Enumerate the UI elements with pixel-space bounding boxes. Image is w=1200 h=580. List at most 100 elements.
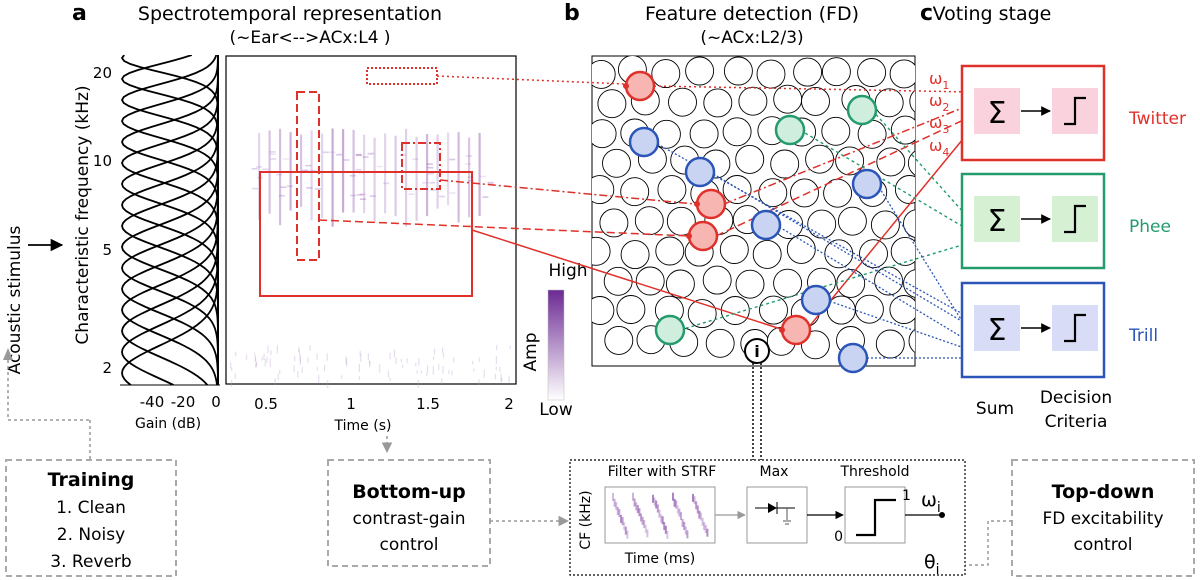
phee-feature-neuron <box>654 314 686 346</box>
spectrogram-noise <box>358 363 360 372</box>
fd-neuron <box>657 175 687 205</box>
fd-neuron <box>903 269 915 298</box>
spectrogram-noise <box>495 366 497 371</box>
link-dashed <box>318 219 691 237</box>
strf-mark <box>638 508 641 517</box>
trill-feature-neuron <box>750 209 782 241</box>
strf-mark <box>641 516 644 525</box>
spectrogram-noise <box>406 358 408 364</box>
filter-curve <box>121 55 219 385</box>
colorbar-low-label: Low <box>539 400 573 420</box>
spectrogram-blob <box>262 168 269 171</box>
spectrogram-noise <box>230 362 232 369</box>
fd-neuron <box>620 177 650 207</box>
y-tick: 10 <box>93 152 112 170</box>
cf-label: CF (kHz) <box>578 490 594 549</box>
spectrogram-column <box>468 137 471 218</box>
strf-mark <box>693 496 696 505</box>
spectrogram-noise <box>387 370 390 378</box>
fd-neuron <box>875 329 905 359</box>
fd-neuron <box>592 175 615 205</box>
spectrogram-blob <box>487 181 494 184</box>
spectrogram-blob <box>323 151 329 154</box>
spectrogram-noise <box>293 365 295 373</box>
spectrogram-blob <box>329 151 336 153</box>
twitter-feature-neuron <box>624 70 656 102</box>
class-label-phee: Phee <box>1129 217 1171 237</box>
spectrogram-noise <box>500 373 502 383</box>
spectrogram-noise <box>415 362 417 367</box>
fd-neuron <box>602 148 631 178</box>
fd-neuron <box>793 57 823 87</box>
spectrogram-column <box>310 130 313 221</box>
fd-neuron <box>592 119 617 149</box>
spectrogram-noise <box>438 364 440 371</box>
spectrogram-blob <box>467 176 474 178</box>
spectrogram-blob <box>487 182 494 185</box>
spectrogram-column <box>405 128 408 227</box>
spectrogram-blob <box>449 192 456 194</box>
fd-neuron <box>685 56 715 86</box>
strf-mark <box>660 514 662 523</box>
feature-box-solid <box>259 171 473 297</box>
fd-neuron <box>889 295 915 324</box>
spectrogram-blob <box>422 182 429 184</box>
link-weight-2 <box>723 103 973 205</box>
fd-connections <box>318 75 975 361</box>
trill-feature-neuron <box>851 168 883 200</box>
spectrogram-noise <box>279 369 281 375</box>
trill-feature-neuron <box>800 284 832 316</box>
spectrogram-noise <box>231 367 233 371</box>
training-item: 3. Reverb <box>50 552 131 572</box>
decision-label: Decision <box>1040 388 1112 408</box>
strf-mark <box>618 509 621 518</box>
sum-icon: Σ <box>988 96 1007 131</box>
spectrogram-blob <box>465 163 472 165</box>
output-node <box>939 512 945 518</box>
step-function-icon <box>1064 96 1086 126</box>
spectrogram-noise <box>307 357 309 363</box>
fd-neuron <box>735 144 765 174</box>
strf-mark <box>663 522 666 530</box>
omega-i-label: ωi <box>921 489 941 516</box>
panel-b-subtitle: (~ACx:L2/3) <box>700 28 803 48</box>
spectrogram-noise <box>261 356 263 361</box>
panel-b-title: Feature detection (FD) <box>645 3 859 25</box>
fd-neuron <box>599 208 629 238</box>
spectrogram-column <box>342 129 345 213</box>
sum-block <box>974 305 1020 351</box>
strf-mark <box>613 498 616 507</box>
step-function-icon <box>856 498 896 537</box>
spectrogram-column <box>384 133 387 214</box>
spectrogram-blob <box>383 182 390 185</box>
max-label: Max <box>760 464 789 480</box>
strf-mark <box>680 512 682 521</box>
spectrogram-noise <box>267 345 269 353</box>
spectrogram-noise <box>345 356 347 365</box>
spectrogram-blob <box>306 187 313 189</box>
spectrogram-frame <box>225 55 517 385</box>
spectrogram-blob <box>482 196 489 198</box>
spectrogram-column <box>373 137 376 222</box>
phee-link <box>679 241 973 331</box>
fd-neuron <box>723 56 753 86</box>
strf-mark <box>635 502 638 511</box>
y-axis-label: Characteristic frequency (kHz) <box>73 85 93 344</box>
strf-mark <box>672 492 674 501</box>
spectrogram-blob <box>428 172 434 175</box>
training-box <box>5 459 177 577</box>
spectrogram-noise <box>442 366 444 374</box>
spectrogram-blob <box>252 187 258 190</box>
spectrogram-noise <box>269 358 271 368</box>
strf-mark <box>664 525 667 534</box>
spectrogram-noise <box>508 375 510 384</box>
spectrogram-blob <box>430 189 437 191</box>
fd-neuron <box>668 87 697 117</box>
strf-mark <box>620 514 622 523</box>
fd-neuron <box>634 206 664 236</box>
link-solid <box>471 229 785 331</box>
gain-tick: -40 <box>140 393 165 411</box>
spectrogram-blob <box>355 168 362 171</box>
spectrogram-noise <box>327 380 329 389</box>
spectrogram-blob <box>356 194 363 196</box>
